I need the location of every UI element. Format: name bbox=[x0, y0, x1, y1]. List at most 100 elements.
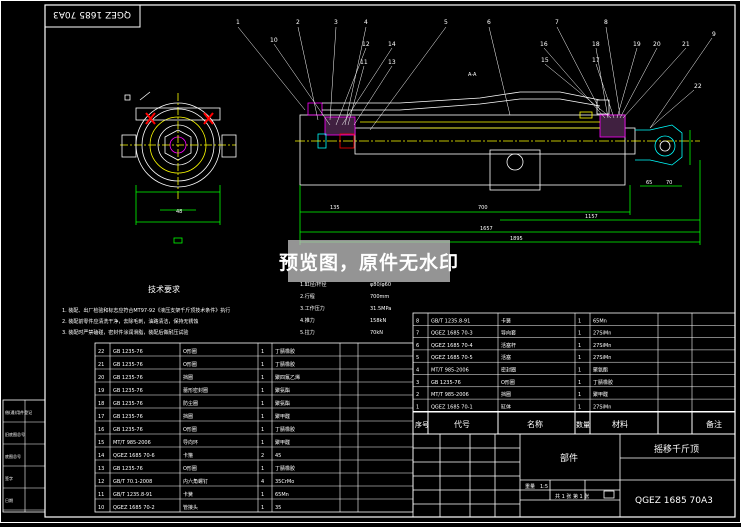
watermark: 预览图，原件无水印 bbox=[279, 240, 458, 282]
callout-leader bbox=[347, 65, 365, 126]
cylinder-main-view bbox=[295, 91, 701, 245]
callout-9: 9 bbox=[712, 31, 716, 38]
bom-code: GB 1235-76 bbox=[113, 466, 143, 472]
callout-15: 15 bbox=[541, 57, 549, 64]
bom-name: 蕾形密封圈 bbox=[183, 387, 208, 394]
bom-seq: 2 bbox=[416, 392, 419, 398]
param-value: 70kN bbox=[370, 330, 383, 336]
bom-seq: 20 bbox=[98, 375, 104, 381]
callout-leader bbox=[605, 26, 621, 116]
bom-seq: 7 bbox=[416, 331, 419, 337]
bom-qty: 1 bbox=[261, 401, 264, 407]
callout-4: 4 bbox=[364, 19, 368, 26]
dim-1895: 1895 bbox=[510, 236, 523, 242]
bom-qty: 1 bbox=[261, 388, 264, 394]
dim-1157: 1157 bbox=[585, 214, 598, 220]
bom-seq: 15 bbox=[98, 440, 104, 446]
end-view bbox=[120, 91, 237, 244]
bom-name: 卡簧 bbox=[183, 491, 193, 498]
callout-19: 19 bbox=[633, 41, 641, 48]
weight-label: 重量 bbox=[525, 483, 535, 490]
callout-11: 11 bbox=[360, 59, 368, 66]
bom-seq: 4 bbox=[416, 368, 419, 374]
callout-leader bbox=[595, 47, 609, 119]
bom-code: GB 1235-76 bbox=[113, 401, 143, 407]
param-value: φ80/φ60 bbox=[370, 282, 391, 288]
bom-qty: 1 bbox=[578, 380, 581, 386]
callout-5: 5 bbox=[444, 19, 448, 26]
bom-name: 卡箍 bbox=[183, 452, 193, 459]
bom-name: O形圈 bbox=[501, 379, 515, 386]
bom-qty: 1 bbox=[261, 414, 264, 420]
callout-leader bbox=[595, 63, 615, 119]
bom-name: 导向套 bbox=[501, 330, 516, 337]
callout-leader bbox=[369, 26, 447, 131]
bom-code: GB 1235-76 bbox=[431, 380, 461, 386]
bom-code: MT/T 985-2006 bbox=[431, 392, 469, 398]
callout-17: 17 bbox=[592, 57, 600, 64]
inverted-number-box bbox=[44, 4, 141, 28]
assembly-label: 部件 bbox=[560, 452, 578, 464]
inverted-drawing-number: QGEZ 1685 70A3 bbox=[53, 9, 131, 19]
callout-10: 10 bbox=[270, 37, 278, 44]
hdr-seq: 序号 bbox=[415, 420, 429, 429]
tech-req-line-1: 1. 装配、出厂检验和标志应符合MT97-92《液压支架千斤顶技术条件》执行 bbox=[62, 307, 230, 314]
bom-qty: 1 bbox=[261, 505, 264, 511]
bom-code: GB 1235-76 bbox=[113, 349, 143, 355]
bom-code: GB 1235-76 bbox=[113, 414, 143, 420]
bom-name: 防尘圈 bbox=[183, 400, 198, 407]
bom-qty: 1 bbox=[261, 362, 264, 368]
bom-material: 聚甲醛 bbox=[275, 439, 290, 446]
bom-code: QGEZ 1685 70-5 bbox=[431, 355, 473, 361]
callout-leader bbox=[556, 26, 601, 111]
bom-material: 27SiMn bbox=[593, 355, 611, 361]
param-value: 700mm bbox=[370, 294, 389, 300]
watermark-text: 预览图，原件无水印 bbox=[279, 251, 460, 274]
callout-22: 22 bbox=[694, 83, 702, 90]
bom-name: 内六角螺钉 bbox=[183, 478, 208, 485]
dim-65: 65 bbox=[646, 180, 652, 186]
bom-name: 活塞杆 bbox=[501, 342, 516, 349]
callout-leader bbox=[341, 47, 393, 126]
left-strip-cell: 底图总号 bbox=[5, 453, 21, 459]
bom-material: 聚四氟乙烯 bbox=[275, 374, 300, 381]
bom-name: 挡圈 bbox=[183, 374, 193, 381]
callout-leader bbox=[616, 47, 638, 119]
bom-material: 丁腈橡胶 bbox=[275, 465, 295, 472]
bom-code: GB/T 1235.8-91 bbox=[113, 492, 152, 498]
param-label: 2.行程 bbox=[300, 293, 315, 300]
bom-seq: 18 bbox=[98, 401, 104, 407]
bom-material: 聚甲醛 bbox=[275, 413, 290, 420]
callout-leader bbox=[273, 43, 331, 126]
bom-material: 35CrMo bbox=[275, 479, 294, 485]
bom-qty: 1 bbox=[261, 375, 264, 381]
bom-name: 导向环 bbox=[183, 439, 198, 446]
bom-qty: 4 bbox=[261, 479, 264, 485]
hdr-name: 名称 bbox=[527, 419, 543, 429]
callout-18: 18 bbox=[592, 41, 600, 48]
bom-qty: 1 bbox=[578, 331, 581, 337]
callout-1: 1 bbox=[236, 19, 240, 26]
bom-seq: 16 bbox=[98, 427, 104, 433]
bom-code: GB 1235-76 bbox=[113, 427, 143, 433]
dim-135: 135 bbox=[330, 205, 340, 211]
hdr-remark: 备注 bbox=[706, 419, 722, 429]
bom-material: 丁腈橡胶 bbox=[275, 361, 295, 368]
bom-code: GB 1235-76 bbox=[113, 362, 143, 368]
callout-6: 6 bbox=[487, 19, 491, 26]
bom-code: QGEZ 1685 70-2 bbox=[113, 505, 155, 511]
dim-700: 700 bbox=[478, 205, 488, 211]
bom-seq: 3 bbox=[416, 380, 419, 386]
bom-material: 丁腈橡胶 bbox=[593, 379, 613, 386]
param-value: 31.5MPa bbox=[370, 306, 391, 312]
dim-70: 70 bbox=[666, 180, 672, 186]
callout-16: 16 bbox=[540, 41, 548, 48]
bom-qty: 1 bbox=[261, 492, 264, 498]
left-strip-cell: 旧底图总号 bbox=[5, 431, 25, 437]
bom-seq: 1 bbox=[416, 404, 419, 410]
callout-leader bbox=[329, 26, 337, 121]
bom-material: 聚氨酯 bbox=[275, 400, 290, 407]
bom-seq: 12 bbox=[98, 479, 104, 485]
